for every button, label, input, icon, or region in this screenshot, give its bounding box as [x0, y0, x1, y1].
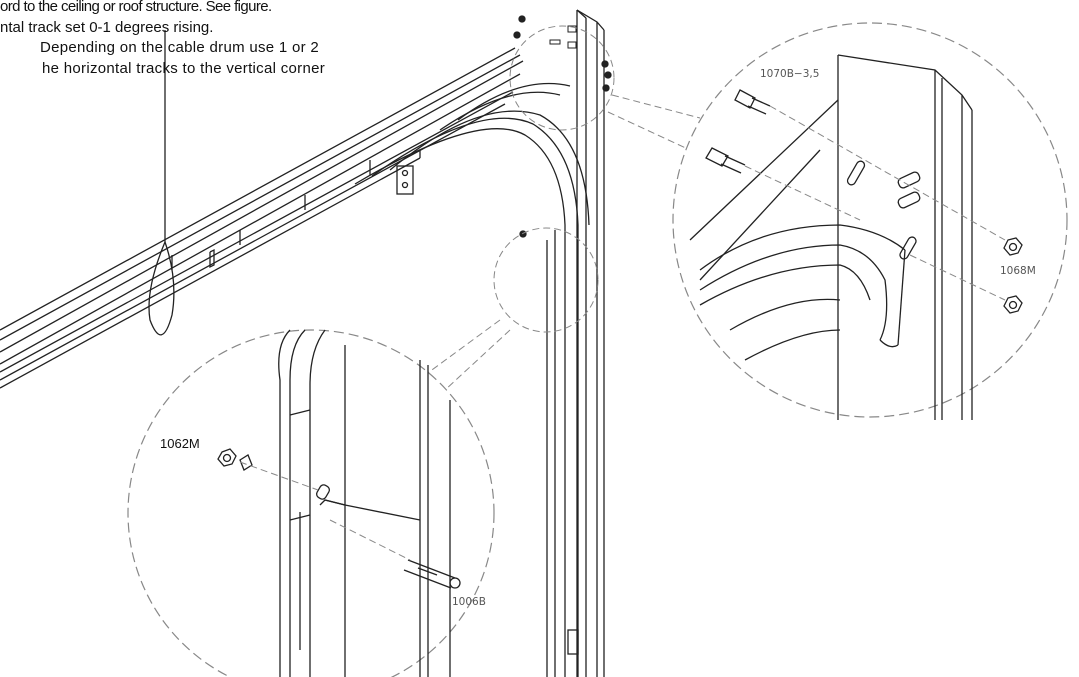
- vertical-corner-profile: [567, 9, 605, 677]
- instruction-line-4: he horizontal tracks to the vertical cor…: [42, 59, 326, 77]
- instruction-line-1: ord to the ceiling or roof structure. Se…: [0, 0, 272, 15]
- suspension-cord: [148, 30, 175, 336]
- instruction-line-3: Depending on the cable drum use 1 or 2: [40, 39, 320, 56]
- horizontal-track: [0, 47, 524, 389]
- hanger-bracket: [396, 165, 414, 195]
- label-top-nut: 1068M: [1000, 265, 1036, 277]
- detail-marker-bottom: [493, 227, 599, 333]
- detail-callout-bottom: 1062M 1006B: [127, 329, 495, 677]
- detail-callout-top: 1070B−3,5 1068M: [672, 22, 1068, 420]
- detail-marker-top: [509, 25, 615, 131]
- label-top-bolt: 1070B−3,5: [760, 68, 819, 80]
- label-bottom-bolt: 1006B: [452, 596, 486, 608]
- top-bolts: [513, 15, 612, 238]
- instruction-text: ord to the ceiling or roof structure. Se…: [0, 0, 400, 79]
- instruction-line-2: ntal track set 0-1 degrees rising.: [0, 18, 214, 36]
- label-bottom-nut: 1062M: [160, 436, 200, 451]
- curved-track: [354, 82, 590, 677]
